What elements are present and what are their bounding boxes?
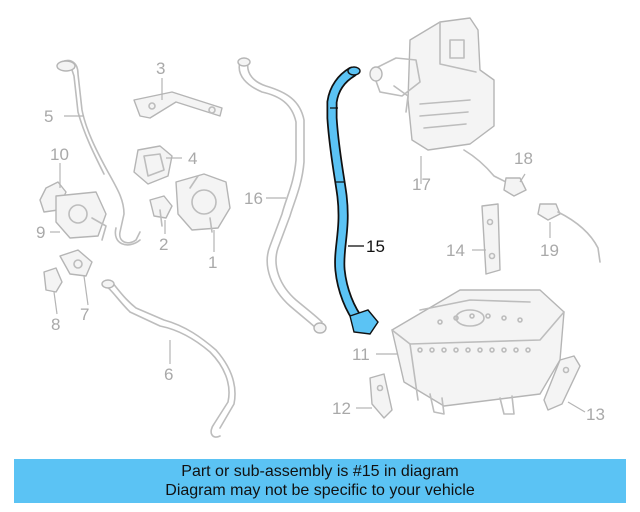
part-2-plug (149, 195, 173, 227)
callout-11: 11 (352, 345, 370, 364)
callout-3: 3 (156, 59, 165, 78)
parts-diagram: 1 2 3 4 5 6 7 8 9 10 11 12 13 14 15 16 1… (36, 17, 605, 438)
leader-lines (50, 78, 586, 413)
callout-6: 6 (164, 365, 173, 384)
part-5-hose (56, 59, 141, 246)
callout-4: 4 (188, 149, 197, 168)
part-17-canister (369, 17, 495, 151)
callout-7: 7 (80, 305, 89, 324)
caption-line-1: Part or sub-assembly is #15 in diagram (181, 463, 459, 480)
part-11-housing (391, 289, 565, 415)
part-19-sensor (537, 203, 601, 263)
part-14-bracket (481, 203, 501, 275)
callout-9: 9 (36, 223, 45, 242)
part-15-hose-highlighted (326, 66, 379, 335)
callout-12: 12 (332, 399, 351, 418)
callout-8: 8 (51, 315, 60, 334)
callout-14: 14 (446, 241, 465, 260)
callout-15: 15 (366, 237, 385, 256)
callout-5: 5 (44, 107, 53, 126)
caption-line-2: Diagram may not be specific to your vehi… (165, 482, 475, 499)
part-16-hose (237, 57, 327, 334)
part-8-fitting (43, 267, 63, 293)
callout-1: 1 (208, 253, 217, 272)
part-13-bracket (543, 355, 581, 411)
part-6-hose (101, 279, 236, 438)
callout-18: 18 (514, 149, 533, 168)
callout-17: 17 (412, 175, 431, 194)
part-3-bracket (133, 91, 223, 119)
callout-2: 2 (159, 235, 168, 254)
callout-labels: 1 2 3 4 5 6 7 8 9 10 11 12 13 14 15 16 1… (36, 59, 605, 424)
caption-banner: Part or sub-assembly is #15 in diagram D… (14, 459, 626, 503)
callout-10: 10 (50, 145, 69, 164)
part-12-bracket (369, 373, 393, 419)
part-7-fitting (59, 249, 93, 277)
part-9-valve (55, 191, 107, 241)
callout-19: 19 (540, 241, 559, 260)
callout-16: 16 (244, 189, 263, 208)
part-18-sensor (463, 149, 527, 197)
part-1-valve (175, 173, 231, 233)
callout-13: 13 (586, 405, 605, 424)
part-4-gasket (133, 145, 173, 185)
